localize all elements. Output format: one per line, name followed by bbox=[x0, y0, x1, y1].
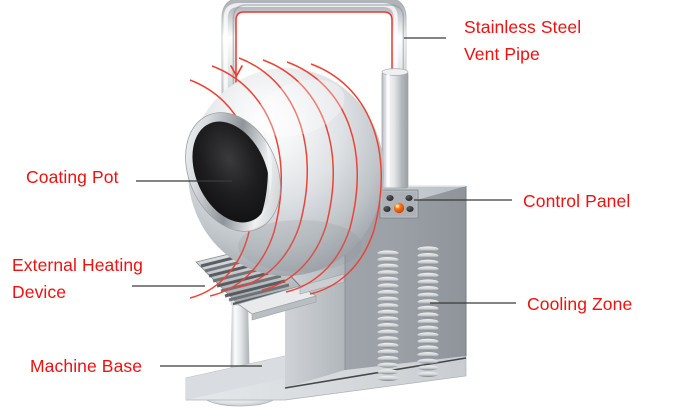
label-control-panel: Control Panel bbox=[523, 191, 631, 211]
label-cooling-zone: Cooling Zone bbox=[527, 294, 633, 314]
label-stainless-steel-vent-pipe: Stainless Steel Vent Pipe bbox=[464, 17, 582, 64]
control-knob[interactable] bbox=[405, 195, 413, 201]
label-external-heating-device: External Heating Device bbox=[12, 255, 143, 302]
coating-pot-part bbox=[185, 68, 384, 276]
control-panel-part[interactable] bbox=[379, 189, 419, 219]
leader-lines bbox=[132, 37, 516, 367]
label-machine-base: Machine Base bbox=[30, 356, 143, 376]
vent-pipe-part bbox=[221, 0, 407, 186]
control-knob[interactable] bbox=[383, 206, 391, 212]
control-knob[interactable] bbox=[386, 195, 394, 201]
vent-pipe-sleeve bbox=[381, 68, 409, 189]
label-coating-pot: Coating Pot bbox=[26, 167, 119, 187]
control-knob[interactable] bbox=[406, 206, 414, 212]
status-indicator-light[interactable] bbox=[393, 202, 405, 214]
cooling-zone-louvres bbox=[377, 246, 439, 381]
